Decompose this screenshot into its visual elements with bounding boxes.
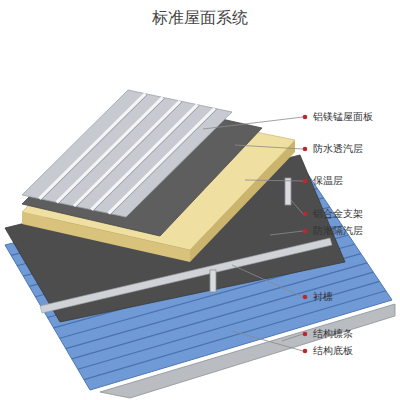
part-label: 衬檩	[313, 290, 333, 304]
part-label: 铝合金支架	[313, 207, 363, 221]
leader-dot	[303, 179, 308, 184]
leader-line	[291, 200, 303, 214]
part-label: 防潮隔汽层	[313, 224, 363, 238]
leader-dot	[303, 115, 308, 120]
panel-seam	[39, 94, 145, 199]
leader-line	[203, 117, 303, 129]
part-label: 结构檩条	[313, 327, 353, 341]
panel-seam-shadow	[93, 106, 199, 211]
leader-line	[282, 334, 303, 341]
leader-line	[235, 145, 303, 149]
leader-line	[245, 180, 303, 181]
diagram-title: 标准屋面系统	[0, 8, 400, 29]
panel-seam	[57, 97, 163, 202]
leader-dot	[303, 147, 308, 152]
panel-seams	[39, 94, 216, 215]
alloy-bracket	[285, 178, 291, 205]
leader-line	[270, 231, 303, 235]
leader-dot	[303, 295, 308, 300]
leader-line	[232, 265, 303, 297]
leader-dot	[303, 349, 308, 354]
alloy-bracket	[210, 270, 216, 292]
leader-dots	[303, 115, 308, 354]
panel-seam	[74, 101, 180, 206]
part-label: 防水透汽层	[313, 142, 363, 156]
leader-dot	[303, 212, 308, 217]
part-label: 保温层	[313, 174, 343, 188]
leader-line	[232, 331, 303, 351]
panel-seam	[109, 108, 215, 213]
leader-dot	[303, 229, 308, 234]
leader-dot	[303, 332, 308, 337]
part-label: 结构底板	[313, 344, 353, 358]
panel-seam-shadow	[111, 109, 217, 214]
leader-lines	[203, 117, 303, 351]
panel-seam	[91, 105, 197, 210]
roof-panel	[22, 90, 232, 217]
part-label: 铝镁锰屋面板	[313, 110, 373, 124]
